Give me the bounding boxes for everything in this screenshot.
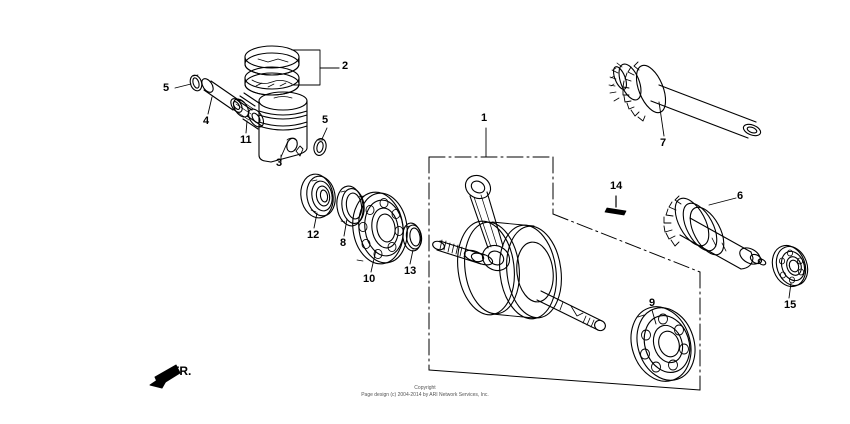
crankshaft-assembly-boundary bbox=[428, 156, 701, 391]
copyright-line-1: Copyright bbox=[414, 385, 436, 391]
oil-seal-art bbox=[336, 185, 365, 227]
callout-11[interactable]: 11 bbox=[240, 134, 252, 146]
piston-pin-art bbox=[201, 78, 243, 113]
callout-7[interactable]: 7 bbox=[660, 137, 667, 149]
callout-14[interactable]: 14 bbox=[610, 180, 623, 192]
front-direction-label: FR. bbox=[172, 364, 192, 378]
callout-3[interactable]: 3 bbox=[276, 157, 283, 169]
crankshaft-assembly-art bbox=[432, 174, 606, 332]
callout-2[interactable]: 2 bbox=[342, 60, 349, 72]
piston-pin-clip-left-art bbox=[189, 74, 203, 92]
balancer-shaft-gear-art bbox=[663, 195, 767, 270]
callout-15[interactable]: 15 bbox=[784, 299, 797, 311]
callout-13[interactable]: 13 bbox=[404, 265, 417, 277]
callout-10[interactable]: 10 bbox=[363, 273, 376, 285]
callout-8[interactable]: 8 bbox=[340, 237, 347, 249]
callout-leader-lines bbox=[174, 67, 792, 325]
balancer-bearing-art bbox=[771, 244, 809, 288]
callout-5-right[interactable]: 5 bbox=[322, 114, 329, 126]
crankcase-oil-seal-art bbox=[300, 173, 336, 219]
woodruff-key-art bbox=[604, 195, 627, 216]
callout-5-left[interactable]: 5 bbox=[163, 82, 170, 94]
thrust-washer-art bbox=[402, 222, 423, 252]
callout-9[interactable]: 9 bbox=[649, 297, 656, 309]
callout-6[interactable]: 6 bbox=[737, 190, 744, 202]
main-bearing-left-art bbox=[352, 191, 408, 265]
camshaft-gear-assembly-art bbox=[608, 61, 762, 139]
front-direction-arrow-art bbox=[149, 364, 181, 389]
callout-4[interactable]: 4 bbox=[203, 115, 210, 127]
copyright-line-2: Page design (c) 2004-2014 by ARI Network… bbox=[361, 392, 489, 398]
piston-pin-clip-right-art bbox=[313, 138, 327, 156]
callout-12[interactable]: 12 bbox=[307, 229, 320, 241]
main-bearing-right-art bbox=[630, 306, 696, 382]
callout-1[interactable]: 1 bbox=[481, 112, 488, 124]
piston-ring-set-art bbox=[244, 45, 340, 96]
